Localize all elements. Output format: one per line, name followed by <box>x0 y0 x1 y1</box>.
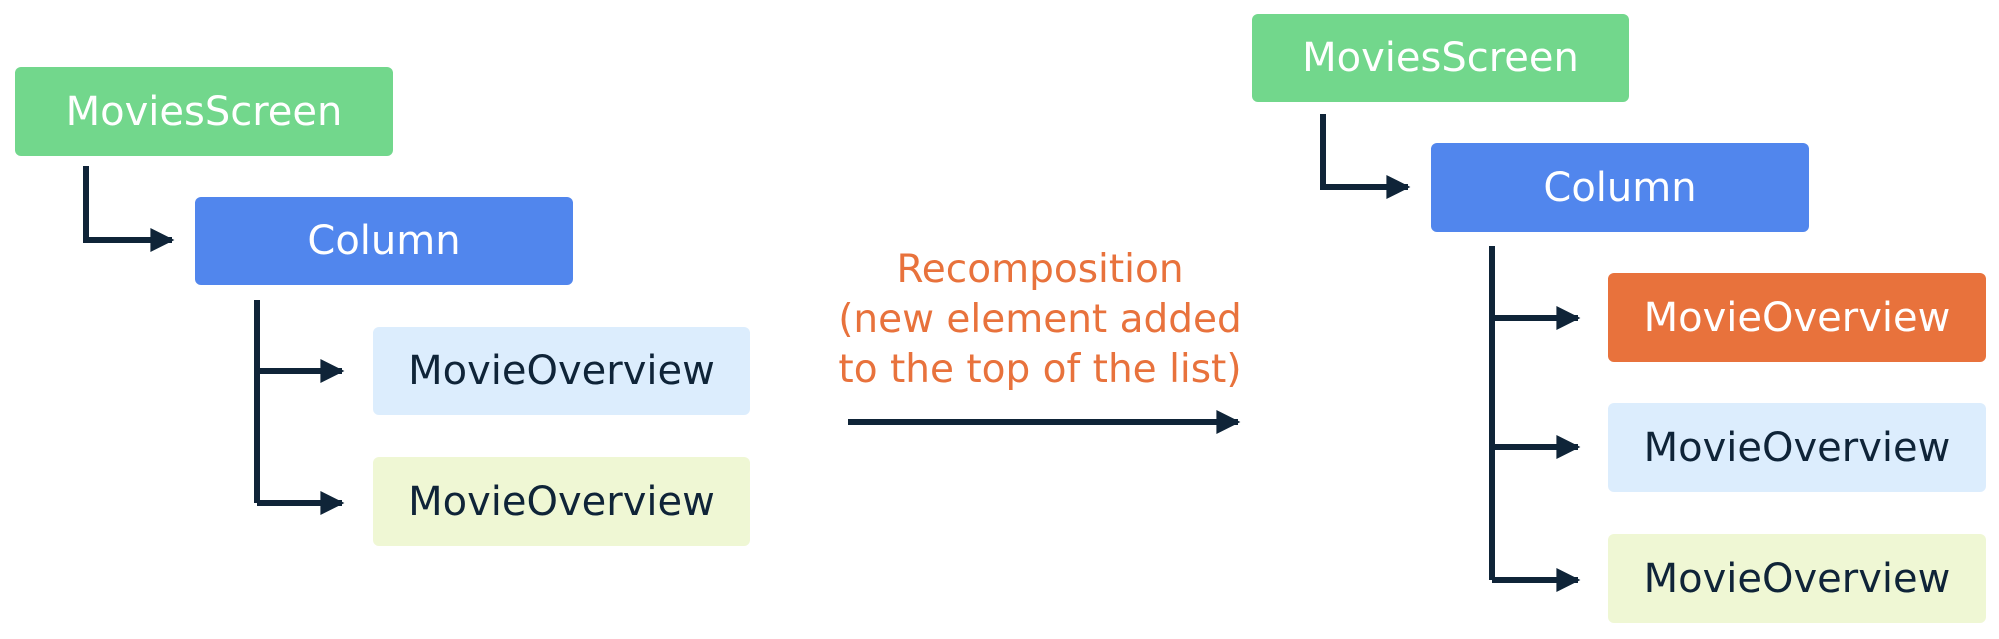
caption-line-3: to the top of the list) <box>838 347 1242 392</box>
caption-line-2: (new element added <box>838 297 1242 342</box>
after-new-movieoverview-node: MovieOverview <box>1608 273 1986 362</box>
before-movieoverview-node-2: MovieOverview <box>373 457 750 546</box>
caption-line-1: Recomposition <box>896 247 1184 292</box>
recomposition-caption: Recomposition (new element added to the … <box>820 245 1260 395</box>
connector-before-root-to-column <box>83 166 175 252</box>
after-movieoverview-node-3: MovieOverview <box>1608 534 1986 623</box>
before-movieoverview-node-1: MovieOverview <box>373 327 750 415</box>
connector-after-root-to-column <box>1320 114 1411 199</box>
after-movieoverview-node-2: MovieOverview <box>1608 403 1986 492</box>
before-column-node: Column <box>195 197 573 285</box>
after-column-node: Column <box>1431 143 1809 232</box>
before-moviesscreen-node: MoviesScreen <box>15 67 393 156</box>
after-moviesscreen-node: MoviesScreen <box>1252 14 1629 102</box>
